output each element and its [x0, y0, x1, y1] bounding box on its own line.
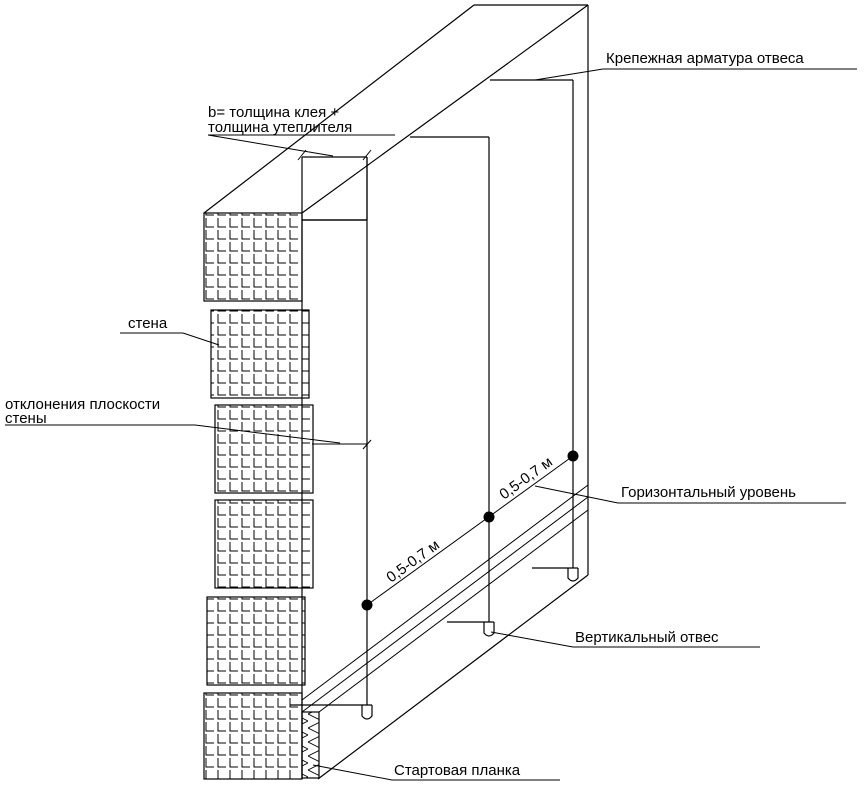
slab-front-left-edge [301, 4, 589, 214]
leader-line [207, 134, 334, 157]
leader-line [312, 764, 393, 781]
slab-bottom-edge [317, 574, 589, 780]
label-wall: стена [128, 315, 168, 332]
spacing-label-2: 0,5-0,7 м [496, 454, 555, 504]
callout-vertical-plumb: Вертикальный отвес [490, 629, 760, 648]
label-starter-strip: Стартовая планка [394, 762, 521, 779]
label-thickness-line2: толщина утеплителя [208, 119, 352, 136]
level-point [361, 599, 373, 611]
callout-anchor-rebar: Крепежная арматура отвеса [534, 50, 857, 81]
level-point [483, 511, 495, 523]
rail-line [301, 484, 589, 701]
leader-line [182, 332, 220, 346]
leader-line [534, 68, 604, 81]
brick-block [206, 596, 306, 686]
plumb-weight-icon [567, 568, 579, 582]
tick-mark [362, 439, 372, 450]
callout-thickness: b= толщина клея + толщина утеплителя [207, 104, 395, 157]
callout-wall: стена [120, 315, 220, 346]
label-deviation-line1: отклонения плоскости [5, 396, 160, 413]
leader-line [534, 485, 619, 504]
rail-line [301, 496, 589, 713]
plumb-weight-icon [483, 622, 495, 637]
label-anchor-rebar: Крепежная арматура отвеса [606, 50, 804, 67]
label-horizontal-level: Горизонтальный уровень [621, 484, 796, 501]
wall-slab [203, 4, 589, 780]
level-line [366, 455, 574, 606]
thickness-box [297, 149, 372, 221]
callout-deviation: отклонения плоскости стены [5, 396, 372, 450]
plumb-weight-icon [361, 705, 373, 720]
callout-starter-strip: Стартовая планка [312, 762, 560, 781]
level-point [567, 450, 579, 462]
label-thickness-line1: b= толщина клея + [208, 104, 339, 121]
plumb-line-3 [490, 79, 579, 582]
brick-wall [203, 212, 314, 780]
brick-block [214, 499, 314, 589]
spacing-label-1: 0,5-0,7 м [383, 537, 442, 587]
plumb-line-2 [410, 136, 495, 637]
label-vertical-plumb: Вертикальный отвес [575, 629, 719, 646]
starter-rails [301, 484, 589, 713]
brick-block [203, 692, 303, 780]
tick-mark [362, 149, 372, 161]
label-deviation-line2: стены [5, 410, 47, 427]
brick-block [210, 309, 310, 399]
rail-line [318, 509, 589, 713]
starter-strip [301, 711, 320, 779]
brick-block [203, 212, 303, 302]
slab-back-left-edge [203, 4, 475, 214]
brick-block [214, 404, 314, 494]
plumb-line-1 [290, 157, 373, 720]
leader-line [490, 631, 574, 648]
leader-line [194, 424, 341, 444]
horizontal-level: 0,5-0,7 м 0,5-0,7 м [361, 450, 579, 611]
callout-horizontal-level: Горизонтальный уровень [534, 484, 846, 504]
